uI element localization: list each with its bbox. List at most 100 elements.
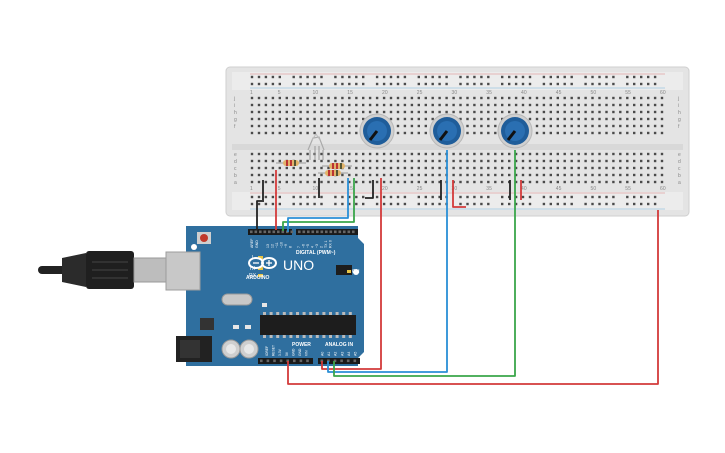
row-letter: h bbox=[234, 110, 237, 116]
breadboard-holes bbox=[250, 75, 664, 206]
analog-pin-label: A2 bbox=[334, 352, 338, 356]
row-letter: b bbox=[678, 173, 681, 179]
rgb-led[interactable] bbox=[307, 133, 325, 160]
model-label: UNO bbox=[283, 257, 314, 273]
column-number: 30 bbox=[452, 90, 458, 96]
digital-pin-label: ~10 bbox=[279, 242, 283, 248]
column-number: 60 bbox=[660, 90, 666, 96]
potentiometer-3[interactable] bbox=[497, 113, 533, 149]
column-number: 5 bbox=[278, 90, 281, 96]
resistor-2[interactable] bbox=[322, 163, 352, 169]
analog-pin-label: A1 bbox=[327, 352, 331, 356]
column-number: 5 bbox=[278, 186, 281, 192]
column-number: 25 bbox=[417, 186, 423, 192]
row-letter: b bbox=[234, 173, 237, 179]
column-number: 35 bbox=[486, 186, 492, 192]
potentiometer-2[interactable] bbox=[429, 113, 465, 149]
digital-pin-label: 2 bbox=[319, 246, 323, 248]
row-letter: i bbox=[234, 103, 235, 109]
column-number: 20 bbox=[382, 90, 388, 96]
analog-header-label: ANALOG IN bbox=[325, 342, 353, 348]
row-letter: f bbox=[678, 124, 680, 130]
column-number: 15 bbox=[347, 90, 353, 96]
column-number: 45 bbox=[556, 90, 562, 96]
row-letter: i bbox=[678, 103, 679, 109]
power-pin-label: 5V bbox=[285, 351, 289, 356]
wire-red-5v bbox=[287, 210, 659, 385]
row-letter: h bbox=[678, 110, 681, 116]
digital-pin-label: ~9 bbox=[284, 244, 288, 248]
pin-label-aref: AREF bbox=[250, 239, 254, 248]
column-number: 25 bbox=[417, 90, 423, 96]
analog-pin-label: A0 bbox=[321, 352, 325, 356]
led-tx-indicator bbox=[258, 267, 263, 270]
wire-red-jumper-2 bbox=[452, 180, 466, 208]
label-tx: TX bbox=[249, 266, 256, 272]
row-letter: a bbox=[234, 180, 237, 186]
column-number: 15 bbox=[347, 186, 353, 192]
row-letter: a bbox=[678, 180, 681, 186]
column-number: 35 bbox=[486, 90, 492, 96]
wire-blue-pin9 bbox=[287, 178, 349, 232]
column-number: 60 bbox=[660, 186, 666, 192]
digital-pin-label: ~5 bbox=[306, 244, 310, 248]
row-letter: f bbox=[234, 124, 236, 130]
digital-pin-label: TX 1 bbox=[324, 241, 328, 248]
analog-header[interactable] bbox=[318, 358, 360, 364]
wire-green-pin10 bbox=[282, 178, 355, 231]
analog-pin-label: A3 bbox=[340, 352, 344, 356]
potentiometer-1[interactable] bbox=[359, 113, 395, 149]
column-number: 45 bbox=[556, 186, 562, 192]
wire-blue-a1 bbox=[327, 150, 448, 373]
column-number: 50 bbox=[591, 90, 597, 96]
power-pin-label: GND bbox=[298, 348, 302, 356]
row-letter: d bbox=[678, 159, 681, 165]
column-number: 55 bbox=[625, 186, 631, 192]
wires[interactable] bbox=[256, 150, 659, 385]
usb-cable[interactable] bbox=[38, 251, 167, 289]
wire-black-gnd bbox=[256, 200, 264, 230]
wire-green-a2 bbox=[333, 150, 516, 377]
column-number: 10 bbox=[313, 90, 319, 96]
digital-pin-label: ~6 bbox=[301, 244, 305, 248]
digital-pin-label: RX 0 bbox=[328, 240, 332, 248]
column-number: 1 bbox=[250, 90, 253, 96]
digital-pin-label: ~3 bbox=[315, 244, 319, 248]
label-on: ON bbox=[352, 269, 360, 275]
pin-label-gnd: GND bbox=[255, 240, 259, 248]
row-letter: c bbox=[234, 166, 237, 172]
breadboard-column-labels: 1155101015152020252530303535404045455050… bbox=[233, 90, 681, 192]
digital-pin-label: ~11 bbox=[275, 242, 279, 248]
power-pin-label: 3.3V bbox=[278, 348, 282, 356]
column-number: 40 bbox=[521, 186, 527, 192]
column-number: 1 bbox=[250, 186, 253, 192]
row-letter: e bbox=[234, 152, 237, 158]
analog-pin-label: A5 bbox=[354, 352, 358, 356]
column-number: 55 bbox=[625, 90, 631, 96]
power-pin-label: RESET bbox=[272, 345, 276, 356]
microcontroller-chip bbox=[260, 315, 356, 335]
row-letter: g bbox=[678, 117, 681, 123]
wire-black-jumper-3 bbox=[365, 180, 374, 199]
power-pin-label: IOREF bbox=[265, 346, 269, 356]
column-number: 50 bbox=[591, 186, 597, 192]
label-rx: RX bbox=[249, 273, 257, 279]
led-l-indicator bbox=[258, 256, 263, 259]
power-pin-label: GND bbox=[291, 348, 295, 356]
resistor-1[interactable] bbox=[276, 160, 306, 166]
led-rx-indicator bbox=[258, 274, 263, 277]
row-letter: c bbox=[678, 166, 681, 172]
column-number: 10 bbox=[313, 186, 319, 192]
arduino-uno-board[interactable]: L TX RX ON ARDUINO UNO DIGITAL (PWM~) PO… bbox=[165, 226, 364, 366]
wire-red-a0 bbox=[321, 200, 382, 370]
row-letter: j bbox=[233, 96, 235, 102]
digital-pin-label: 12 bbox=[270, 244, 274, 248]
power-header[interactable] bbox=[258, 358, 313, 364]
brand-label: ARDUINO bbox=[246, 275, 269, 281]
resistor-3[interactable] bbox=[318, 170, 348, 176]
row-letter: e bbox=[678, 152, 681, 158]
power-header-label: POWER bbox=[292, 342, 311, 348]
digital-pin-label: 13 bbox=[266, 244, 270, 248]
analog-pin-label: A4 bbox=[347, 352, 351, 356]
